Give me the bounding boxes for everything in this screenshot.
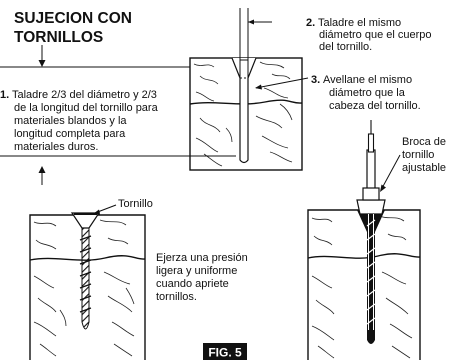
step-1-line: longitud completa para bbox=[14, 128, 126, 140]
step-1-line: materiales duros. bbox=[14, 141, 98, 153]
bit-label-line: ajustable bbox=[402, 162, 446, 174]
figure-badge: FIG. 5 bbox=[203, 343, 247, 360]
step-1-line: materiales blandos y la bbox=[14, 115, 127, 127]
step-2: 2. Taladre el mismo diámetro que el cuer… bbox=[306, 17, 432, 53]
figure-number: FIG. 5 bbox=[208, 346, 242, 360]
pressure-note: Ejerza una presión ligera y uniforme cua… bbox=[156, 252, 248, 303]
figure-title-line2: TORNILLOS bbox=[14, 29, 103, 46]
depth-arrows bbox=[0, 45, 236, 185]
step-2-line: del tornillo. bbox=[319, 41, 372, 53]
screw-icon bbox=[70, 212, 101, 330]
step-1-line: de la longitud del tornillo para bbox=[14, 102, 159, 114]
screwed-wood-block bbox=[29, 212, 146, 360]
drill-guide-lines bbox=[239, 8, 249, 78]
step-3-number: 3. bbox=[311, 74, 320, 86]
step-3-line: cabeza del tornillo. bbox=[329, 100, 421, 112]
screw-label: Tornillo bbox=[118, 198, 153, 210]
step-2-line: Taladre el mismo bbox=[318, 17, 401, 29]
adjustable-bit-icon bbox=[356, 120, 386, 330]
step-1-line: Taladre 2/3 del diámetro y 2/3 bbox=[12, 89, 157, 101]
step-3-line: diámetro que la bbox=[329, 87, 406, 99]
step-2-line: diámetro que el cuerpo bbox=[319, 29, 432, 41]
step-1: 1. Taladre 2/3 del diámetro y 2/3 de la … bbox=[0, 89, 159, 153]
pressure-line: Ejerza una presión bbox=[156, 252, 248, 264]
step-3: 3. Avellane el mismo diámetro que la cab… bbox=[311, 74, 421, 112]
bit-label-line: Broca de bbox=[402, 136, 446, 148]
bit-label-line: tornillo bbox=[402, 149, 434, 161]
pressure-line: cuando apriete bbox=[156, 278, 229, 290]
bit-label: Broca de tornillo ajustable bbox=[402, 136, 446, 174]
bit-wood-block bbox=[307, 120, 421, 360]
pressure-line: ligera y uniforme bbox=[156, 265, 237, 277]
step-1-number: 1. bbox=[0, 89, 9, 101]
drilled-wood-block bbox=[189, 57, 303, 171]
step-2-number: 2. bbox=[306, 17, 315, 29]
figure-title-line1: SUJECION CON bbox=[14, 10, 132, 27]
step-3-line: Avellane el mismo bbox=[323, 74, 412, 86]
pressure-line: tornillos. bbox=[156, 291, 197, 303]
